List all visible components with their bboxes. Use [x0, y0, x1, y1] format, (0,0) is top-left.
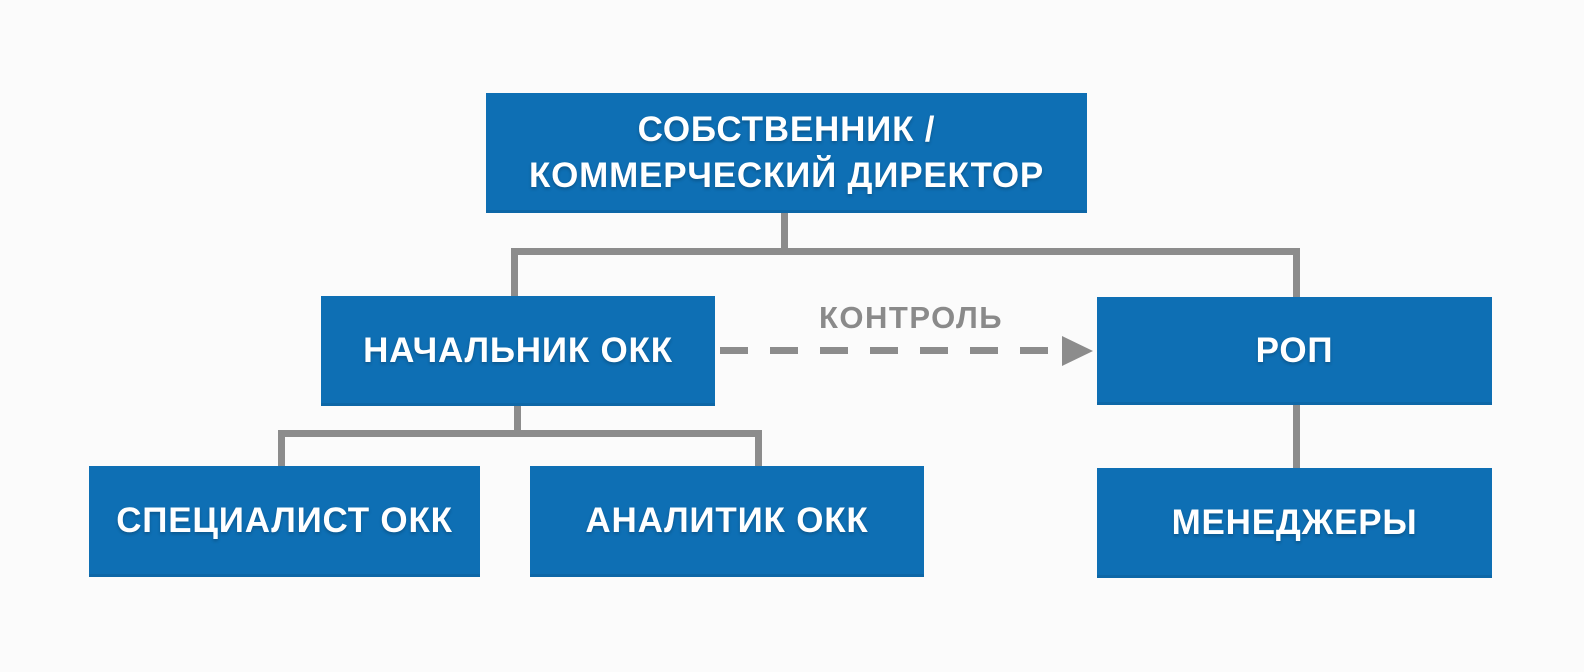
connector-drop-specialist	[278, 430, 285, 468]
control-edge-label: КОНТРОЛЬ	[819, 300, 1003, 335]
control-dashed-line	[720, 347, 1060, 354]
node-managers-label: МЕНЕДЖЕРЫ	[1171, 502, 1418, 542]
connector-level2-horizontal	[511, 248, 1300, 255]
node-okk-analyst: АНАЛИТИК ОКК	[530, 466, 924, 577]
node-okk-head: НАЧАЛЬНИК ОКК	[321, 296, 715, 406]
node-okk-head-label: НАЧАЛЬНИК ОКК	[363, 330, 673, 370]
node-okk-specialist-label: СПЕЦИАЛИСТ ОКК	[116, 501, 453, 541]
connector-level3-horizontal	[278, 430, 762, 437]
node-owner-commercial-director: СОБСТВЕННИК / КОММЕРЧЕСКИЙ ДИРЕКТОР	[486, 93, 1087, 213]
node-owner-label-line1: СОБСТВЕННИК /	[637, 109, 936, 149]
connector-rop-managers	[1293, 405, 1300, 470]
node-managers: МЕНЕДЖЕРЫ	[1097, 468, 1492, 578]
node-owner-label-line2: КОММЕРЧЕСКИЙ ДИРЕКТОР	[528, 156, 1045, 195]
node-okk-analyst-label: АНАЛИТИК ОКК	[585, 501, 869, 541]
connector-owner-down	[781, 213, 788, 251]
connector-drop-analyst	[755, 430, 762, 468]
connector-drop-rop	[1293, 248, 1300, 299]
control-arrowhead-icon	[1062, 336, 1093, 366]
node-rop-label: РОП	[1255, 330, 1334, 370]
node-rop: РОП	[1097, 297, 1492, 405]
connector-drop-okk-head	[511, 248, 518, 298]
node-okk-specialist: СПЕЦИАЛИСТ ОКК	[89, 466, 480, 577]
connector-okk-head-down	[514, 404, 521, 434]
